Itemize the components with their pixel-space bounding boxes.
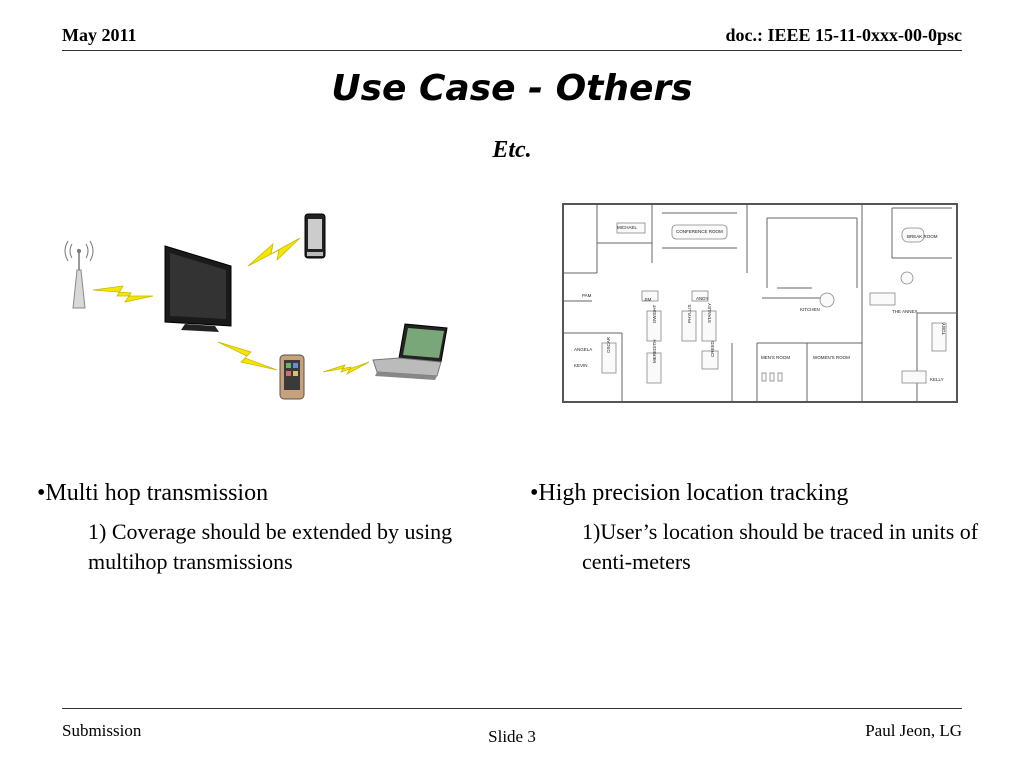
floorplan-label: MICHAEL [617, 225, 638, 230]
floorplan-label: TOBY [941, 323, 946, 335]
floorplan-label: PAM [582, 293, 592, 298]
mobile-phone-icon [304, 213, 326, 259]
floorplan-label: KEVIN [574, 363, 588, 368]
floorplan-label: KELLY [930, 377, 944, 382]
floorplan-label: PHYLLIS [687, 304, 692, 323]
floorplan-label: JIM [644, 297, 652, 302]
touch-phone-icon [279, 354, 305, 400]
right-bullet-detail: 1)User’s location should be traced in un… [582, 519, 979, 574]
multihop-illustration [64, 213, 448, 400]
wireless-link-icon [322, 361, 370, 376]
floorplan-label: STANLEY [707, 303, 712, 323]
right-bullet-heading: •High precision location tracking [530, 480, 849, 506]
floorplan-label: KITCHEN [800, 307, 820, 312]
floorplan-label: MEREDITH [652, 340, 657, 364]
floorplan-label: OSCAR [606, 336, 611, 353]
footer-author: Paul Jeon, LG [865, 721, 962, 740]
wireless-link-icon [247, 237, 301, 267]
slide-title: Use Case - Others [331, 68, 693, 109]
office-floorplan: MICHAEL CONFERENCE ROOM BREAK ROOM PAM J… [562, 203, 958, 403]
slide-number: Slide 3 [488, 727, 536, 746]
floorplan-label: MEN'S ROOM [761, 355, 790, 360]
header-rule [62, 50, 962, 51]
laptop-icon [372, 323, 448, 380]
antenna-icon [64, 240, 94, 309]
wireless-link-icon [92, 285, 154, 303]
slide-subtitle: Etc. [492, 137, 532, 163]
left-bullet-detail: 1) Coverage should be extended by using … [88, 519, 453, 574]
floorplan-label: CONFERENCE ROOM [676, 229, 723, 234]
floorplan-label: WOMEN'S ROOM [813, 355, 850, 360]
floorplan-label: THE ANNEX [892, 309, 918, 314]
floorplan-label: ANGELA [574, 347, 592, 352]
footer-submission: Submission [62, 721, 142, 740]
header-date: May 2011 [62, 25, 137, 45]
floorplan-label: CREED [710, 340, 715, 357]
floorplan-label: DWIGHT [652, 305, 657, 323]
header-doc-id: doc.: IEEE 15-11-0xxx-00-0psc [725, 25, 962, 45]
floorplan-label: ANDY [696, 296, 709, 301]
television-icon [164, 245, 232, 332]
wireless-link-icon [217, 341, 278, 371]
footer-rule [62, 708, 962, 709]
floorplan-label: BREAK ROOM [907, 234, 938, 239]
left-bullet-heading: •Multi hop transmission [37, 480, 269, 506]
